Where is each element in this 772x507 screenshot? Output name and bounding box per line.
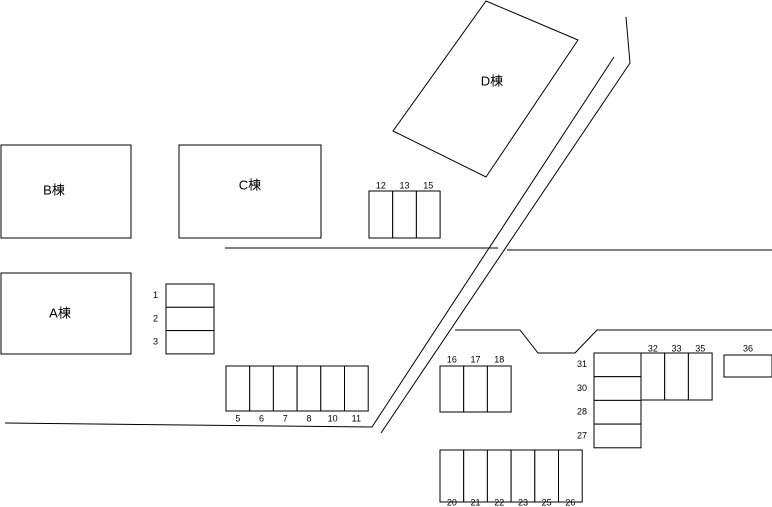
parking-stall-number-21: 21	[471, 497, 481, 507]
building-b: B棟	[0, 144, 132, 239]
building-a-outline	[0, 272, 132, 355]
parking-stall-number-10: 10	[328, 413, 338, 423]
parking-stalls	[165, 190, 772, 503]
parking-stall-number-36: 36	[743, 343, 753, 353]
parking-stall-number-22: 22	[494, 497, 504, 507]
parking-stall-16	[439, 365, 465, 413]
building-c-outline	[178, 144, 322, 239]
parking-stall-number-30: 30	[577, 383, 587, 393]
building-d-outline	[392, 0, 579, 178]
parking-stall-number-27: 27	[577, 430, 587, 440]
building-d: D棟	[392, 0, 579, 178]
parking-stall-28	[593, 399, 642, 425]
building-b-label: B棟	[43, 182, 65, 197]
parking-stall-number-2: 2	[153, 313, 158, 323]
parking-stall-31	[593, 352, 642, 378]
parking-stall-number-33: 33	[672, 343, 682, 353]
parking-stall-number-18: 18	[494, 354, 504, 364]
parking-stall-6	[249, 365, 274, 412]
parking-stall-3	[165, 330, 215, 355]
parking-stall-23	[510, 449, 536, 503]
parking-stall-22	[486, 449, 512, 503]
parking-stall-number-26: 26	[565, 497, 575, 507]
parking-stall-number-6: 6	[259, 413, 264, 423]
parking-stall-number-28: 28	[577, 407, 587, 417]
building-a: A棟	[0, 272, 132, 355]
diagonal-road-right-edge	[380, 16, 631, 434]
parking-stall-21	[463, 449, 488, 503]
lower-boundary-line	[455, 329, 772, 354]
parking-stall-number-13: 13	[400, 180, 410, 190]
parking-stall-7	[272, 365, 298, 412]
parking-stall-15	[415, 190, 441, 239]
parking-stall-2	[165, 306, 215, 332]
parking-stall-18	[486, 365, 512, 413]
parking-stall-11	[344, 365, 369, 412]
building-a-label: A棟	[49, 305, 71, 320]
building-c: C棟	[178, 144, 322, 239]
parking-stall-number-11: 11	[352, 413, 361, 423]
parking-stall-8	[296, 365, 322, 412]
parking-stall-number-7: 7	[283, 413, 288, 423]
parking-stall-number-32: 32	[648, 343, 658, 353]
parking-stall-number-3: 3	[153, 337, 158, 347]
parking-stall-33	[664, 352, 689, 401]
parking-stall-number-23: 23	[518, 497, 528, 507]
parking-stall-27	[593, 423, 642, 449]
parking-stall-number-16: 16	[447, 354, 457, 364]
parking-stall-13	[392, 190, 417, 239]
parking-stall-17	[463, 365, 488, 413]
parking-stall-number-15: 15	[423, 180, 433, 190]
parking-stall-number-25: 25	[542, 497, 552, 507]
parking-stall-number-31: 31	[577, 359, 587, 369]
parking-stall-32	[640, 352, 666, 401]
parking-stall-number-17: 17	[471, 354, 481, 364]
parking-stall-number-35: 35	[695, 343, 705, 353]
parking-stall-number-12: 12	[376, 180, 386, 190]
parking-stall-10	[320, 365, 345, 412]
parking-stall-number-1: 1	[153, 290, 158, 300]
parking-stall-35	[687, 352, 713, 401]
parking-stall-26	[558, 449, 583, 503]
building-d-label: D棟	[481, 73, 503, 88]
parking-stall-5	[225, 365, 251, 412]
diagonal-road-left-edge	[4, 56, 615, 428]
building-b-outline	[0, 144, 132, 239]
parking-stall-1	[165, 283, 215, 308]
road-lines	[4, 16, 772, 434]
parking-stall-number-5: 5	[235, 413, 240, 423]
parking-stall-20	[439, 449, 465, 503]
parking-stall-number-20: 20	[447, 497, 457, 507]
building-c-label: C棟	[239, 177, 261, 192]
parking-stall-number-8: 8	[306, 413, 311, 423]
parking-stall-25	[534, 449, 559, 503]
parking-stall-30	[593, 376, 642, 401]
parking-stall-12	[368, 190, 394, 239]
parking-stall-36	[723, 354, 772, 378]
